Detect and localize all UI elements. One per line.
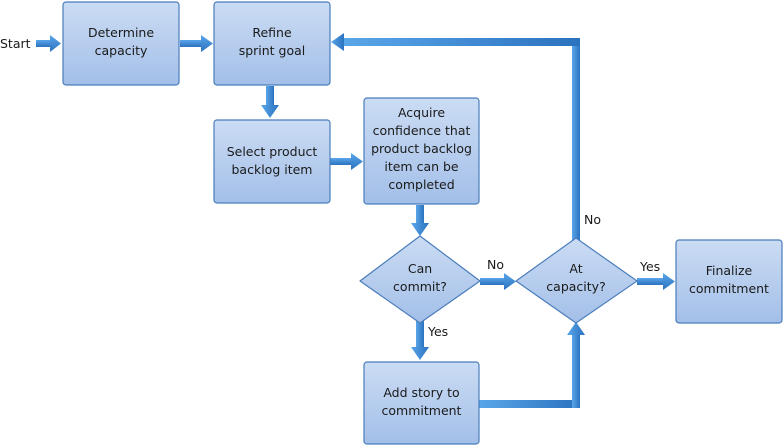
can-commit-line1: Can (408, 261, 432, 276)
node-finalize-commitment: Finalize commitment (675, 239, 783, 324)
connectors (36, 33, 675, 408)
acquire-line3: product backlog (371, 141, 472, 156)
arrow-cancommit-to-atcapacity (480, 273, 516, 290)
node-select-backlog-item: Select product backlog item (213, 119, 331, 204)
at-capacity-line2: capacity? (546, 279, 605, 294)
arrow-atcapacity-to-refine (331, 33, 580, 240)
finalize-line1: Finalize (706, 263, 753, 278)
node-add-story: Add story to commitment (363, 361, 480, 445)
can-commit-line2: commit? (393, 279, 447, 294)
arrow-acquire-to-cancommit (411, 205, 429, 236)
finalize-line2: commitment (689, 281, 769, 296)
select-item-line2: backlog item (232, 162, 313, 177)
refine-goal-line2: sprint goal (239, 43, 306, 58)
arrow-determine-to-refine (180, 35, 213, 52)
add-story-line2: commitment (382, 403, 462, 418)
acquire-line2: confidence that (373, 123, 471, 138)
arrow-start-to-determine (36, 35, 61, 52)
arrow-cancommit-to-addstory (411, 320, 429, 360)
at-capacity-line1: At (569, 261, 582, 276)
determine-capacity-line1: Determine (88, 25, 154, 40)
determine-capacity-line2: capacity (95, 43, 148, 58)
arrow-select-to-acquire (329, 153, 363, 170)
arrow-refine-to-select (261, 86, 279, 118)
can-commit-no-label: No (487, 257, 504, 272)
decision-at-capacity: At capacity? (515, 237, 638, 324)
start-label: Start (0, 36, 31, 51)
acquire-line5: completed (388, 177, 454, 192)
decision-can-commit: Can commit? (359, 235, 481, 324)
add-story-line1: Add story to (383, 385, 459, 400)
arrow-addstory-to-atcapacity (479, 322, 585, 408)
at-capacity-yes-label: Yes (639, 259, 660, 274)
at-capacity-no-label: No (584, 212, 601, 227)
arrow-atcapacity-to-finalize (637, 273, 675, 290)
node-refine-sprint-goal: Refine sprint goal (213, 1, 331, 86)
refine-goal-line1: Refine (252, 25, 292, 40)
select-item-line1: Select product (227, 144, 318, 159)
acquire-line4: item can be (384, 159, 459, 174)
node-acquire-confidence: Acquire confidence that product backlog … (363, 97, 480, 205)
can-commit-yes-label: Yes (427, 324, 448, 339)
node-determine-capacity: Determine capacity (62, 1, 180, 86)
acquire-line1: Acquire (398, 105, 445, 120)
